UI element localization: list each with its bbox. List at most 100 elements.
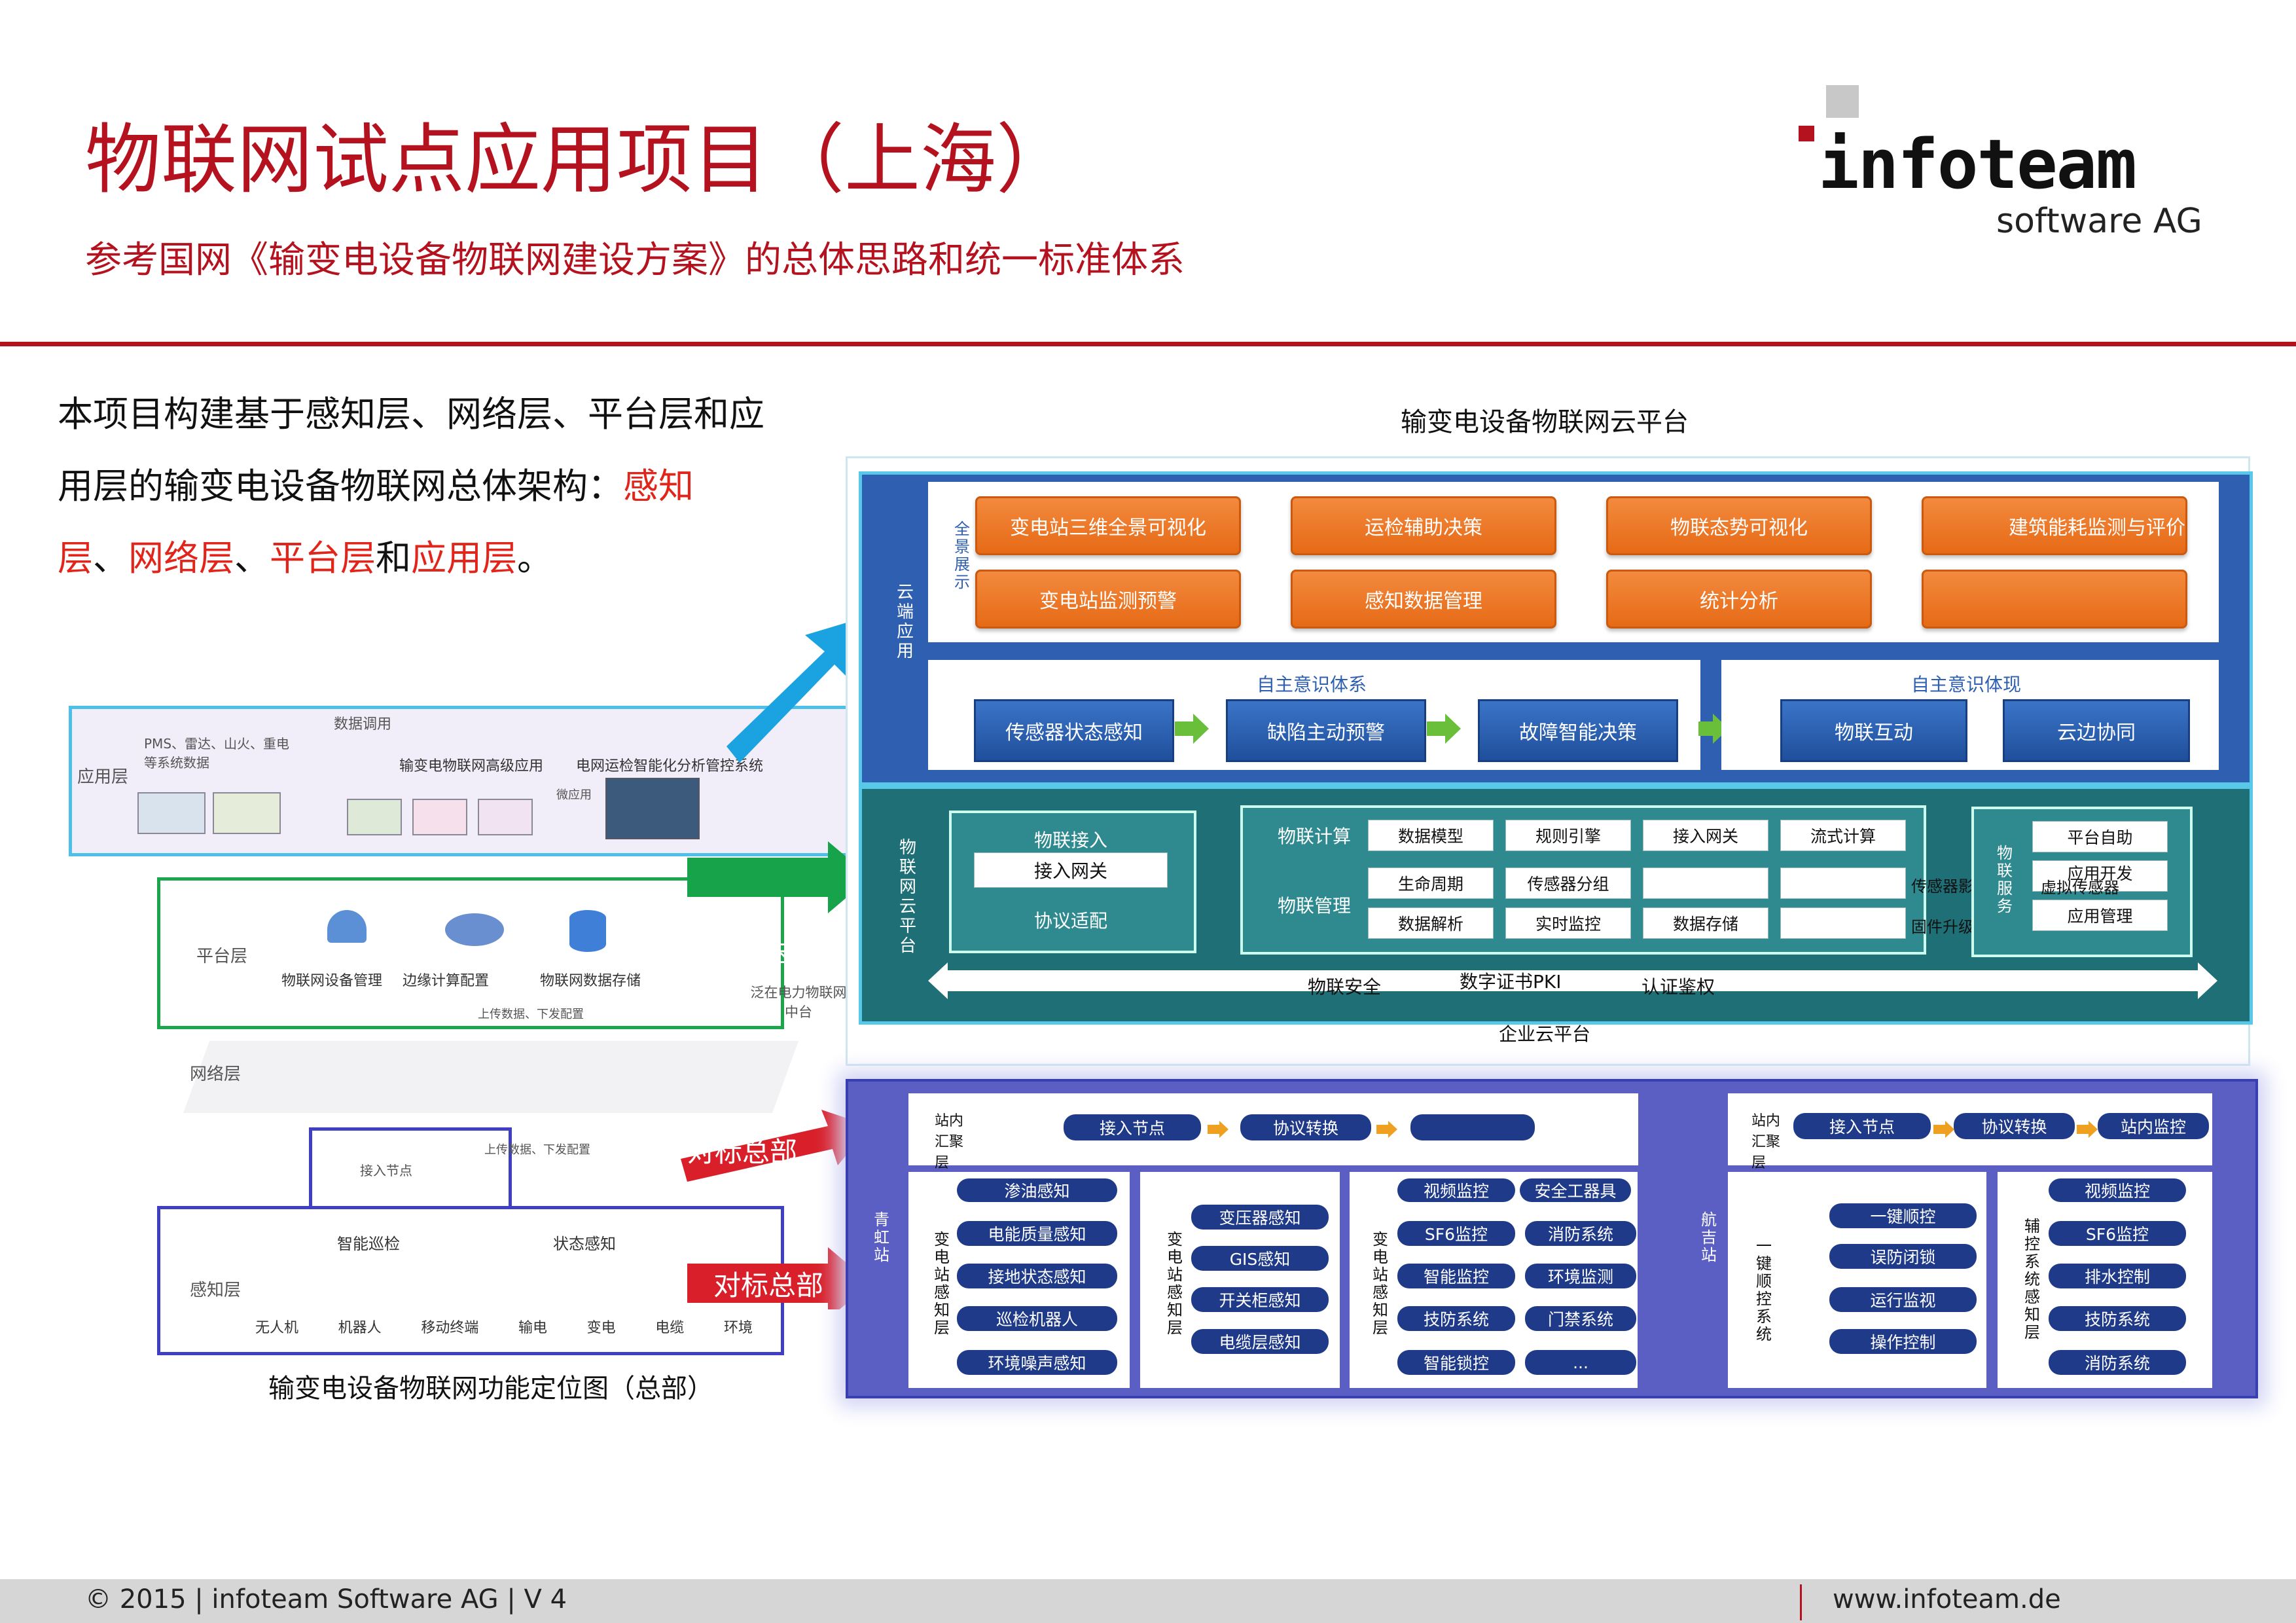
mgmt-item[interactable] <box>1643 867 1768 899</box>
col5-item[interactable]: SF6监控 <box>2049 1221 2186 1246</box>
calc-item[interactable]: 规则引擎 <box>1505 820 1631 851</box>
col5-item[interactable]: 排水控制 <box>2049 1264 2186 1288</box>
col1-item[interactable]: 巡检机器人 <box>957 1306 1117 1331</box>
agg-third[interactable] <box>1410 1114 1535 1140</box>
agg2-protocol[interactable]: 协议转换 <box>1954 1113 2075 1139</box>
service-item[interactable]: 应用开发 <box>2032 860 2168 892</box>
col4-item[interactable]: 误防闭锁 <box>1829 1244 1977 1269</box>
col1-item[interactable]: 电能质量感知 <box>957 1221 1117 1246</box>
col1-item[interactable]: 接地状态感知 <box>957 1264 1117 1288</box>
footer-bar <box>0 1579 2296 1623</box>
col5-title: 辅控系统感知层 <box>2024 1217 2040 1341</box>
col2-item[interactable]: GIS感知 <box>1191 1246 1329 1271</box>
col3-title: 变电站感知层 <box>1372 1230 1388 1337</box>
col4-item[interactable]: 运行监视 <box>1829 1287 1977 1312</box>
panorama-btn-3[interactable]: 物联态势可视化 <box>1606 496 1872 555</box>
app-screenshot-3 <box>347 799 402 835</box>
panorama-btn-4[interactable]: 建筑能耗监测与评价 <box>1922 496 2187 555</box>
col5-top[interactable]: 视频监控 <box>2049 1178 2186 1202</box>
flow-arrows <box>1175 714 1729 744</box>
logo: infoteam software AG <box>1799 85 2245 255</box>
sense-layer-frame <box>157 1206 784 1355</box>
col4-item[interactable]: 一键顺控 <box>1829 1203 1977 1228</box>
left-diagram: 应用层 数据调用 PMS、雷达、山火、重电等系统数据 输变电物联网高级应用 电网… <box>65 701 870 1388</box>
intro-highlight-platform: 平台层 <box>270 538 376 579</box>
panorama-btn-8[interactable] <box>1922 570 2187 629</box>
upload-label: 上传数据、下发配置 <box>478 1008 584 1021</box>
mgmt-item[interactable]: 传感器分组 <box>1505 867 1631 899</box>
agg2-node[interactable]: 接入节点 <box>1793 1113 1931 1139</box>
col2-item[interactable]: 开关柜感知 <box>1191 1287 1329 1312</box>
panorama-btn-7[interactable]: 统计分析 <box>1606 570 1872 629</box>
sense-item: 移动终端 <box>421 1320 479 1336</box>
col5-item[interactable]: 技防系统 <box>2049 1306 2186 1331</box>
mgmt-item[interactable]: 实时监控 <box>1505 907 1631 939</box>
service-item[interactable]: 平台自助 <box>2032 821 2168 852</box>
flow-arrow-icon <box>1698 714 1729 744</box>
enterprise-cloud-label: 企业云平台 <box>1499 1023 1591 1045</box>
col4-item[interactable]: 操作控制 <box>1829 1329 1977 1354</box>
access-title: 物联接入 <box>1034 830 1108 851</box>
red-arrow-2 <box>687 1247 870 1309</box>
service-item[interactable]: 应用管理 <box>2032 900 2168 931</box>
col3-item[interactable]: 智能监控 <box>1397 1264 1515 1288</box>
agg-node[interactable]: 接入节点 <box>1064 1114 1201 1140</box>
col1-top[interactable]: 渗油感知 <box>957 1178 1117 1202</box>
col3-item[interactable]: 技防系统 <box>1397 1306 1515 1331</box>
mgmt-item[interactable] <box>1780 867 1906 899</box>
agg2-monitor[interactable]: 站内监控 <box>2098 1113 2209 1139</box>
sense-item: 输电 <box>518 1320 547 1336</box>
panorama-btn-1[interactable]: 变电站三维全景可视化 <box>975 496 1241 555</box>
col3-item[interactable]: 消防系统 <box>1525 1221 1636 1246</box>
footer-website-link[interactable]: www.infoteam.de <box>1833 1584 2061 1614</box>
access-gateway[interactable]: 接入网关 <box>974 852 1168 888</box>
col2-item[interactable]: 电缆层感知 <box>1191 1329 1329 1354</box>
mgmt-item[interactable]: 生命周期 <box>1368 867 1494 899</box>
app-screenshot-4 <box>412 799 467 835</box>
virtual-sensor-label: 虚拟传感器 <box>2041 879 2119 897</box>
col5-item[interactable]: 消防系统 <box>2049 1350 2186 1375</box>
sense-item: 电缆 <box>655 1320 685 1336</box>
platform-layer-label: 平台层 <box>196 947 248 966</box>
net-upload-label: 上传数据、下发配置 <box>484 1143 590 1157</box>
col3-item[interactable]: SF6监控 <box>1397 1221 1515 1246</box>
col4-title: 一键顺控系统 <box>1756 1237 1772 1343</box>
mgmt-item[interactable]: 数据解析 <box>1368 907 1494 939</box>
page-subtitle: 参考国网《输变电设备物联网建设方案》的总体思路和统一标准体系 <box>85 239 1185 282</box>
col3-item[interactable]: ... <box>1525 1350 1636 1375</box>
agg-arrow-icon <box>1933 1121 1954 1138</box>
panorama-btn-5[interactable]: 变电站监测预警 <box>975 570 1241 629</box>
panorama-btn-2[interactable]: 运检辅助决策 <box>1291 496 1556 555</box>
smart-patrol-label: 智能巡检 <box>337 1235 400 1253</box>
col3-top[interactable]: 安全工器具 <box>1520 1178 1631 1202</box>
calc-item[interactable]: 数据模型 <box>1368 820 1494 851</box>
mgmt-item[interactable]: 数据存储 <box>1643 907 1768 939</box>
flow-btn-iot-interact[interactable]: 物联互动 <box>1780 699 1967 762</box>
calc-label: 物联计算 <box>1278 826 1352 847</box>
intro-highlight-sense-2: 层 <box>58 538 93 579</box>
calc-item[interactable]: 接入网关 <box>1643 820 1768 851</box>
intro-sep-2: 、 <box>234 538 270 579</box>
col3-item[interactable]: 智能锁控 <box>1397 1350 1515 1375</box>
logo-name: infoteam <box>1818 124 2137 204</box>
panorama-btn-6[interactable]: 感知数据管理 <box>1291 570 1556 629</box>
sense-item: 环境 <box>723 1320 753 1336</box>
col1-item[interactable]: 环境噪声感知 <box>957 1350 1117 1375</box>
col2-item[interactable]: 变压器感知 <box>1191 1205 1329 1230</box>
agg-protocol[interactable]: 协议转换 <box>1240 1114 1371 1140</box>
flow-btn-fault-decision[interactable]: 故障智能决策 <box>1478 699 1678 762</box>
col3-top[interactable]: 视频监控 <box>1397 1178 1515 1202</box>
flow-arrow-icon <box>1175 714 1209 744</box>
flow-btn-defect-warning[interactable]: 缺陷主动预警 <box>1226 699 1426 762</box>
intro-line-3: 层、网络层、平台层和应用层。 <box>58 522 869 594</box>
plat-item-2: 边缘计算配置 <box>403 973 490 989</box>
col3-item[interactable]: 门禁系统 <box>1525 1306 1636 1331</box>
mgmt-item[interactable] <box>1780 907 1906 939</box>
agg-arrow-icon <box>2077 1121 2098 1138</box>
calc-item[interactable]: 流式计算 <box>1780 820 1906 851</box>
flow-btn-cloud-edge[interactable]: 云边协同 <box>2003 699 2190 762</box>
col3-item[interactable]: 环境监测 <box>1525 1264 1636 1288</box>
flow-btn-sensor-state[interactable]: 传感器状态感知 <box>974 699 1174 762</box>
agg-arrows <box>1208 1121 2098 1138</box>
